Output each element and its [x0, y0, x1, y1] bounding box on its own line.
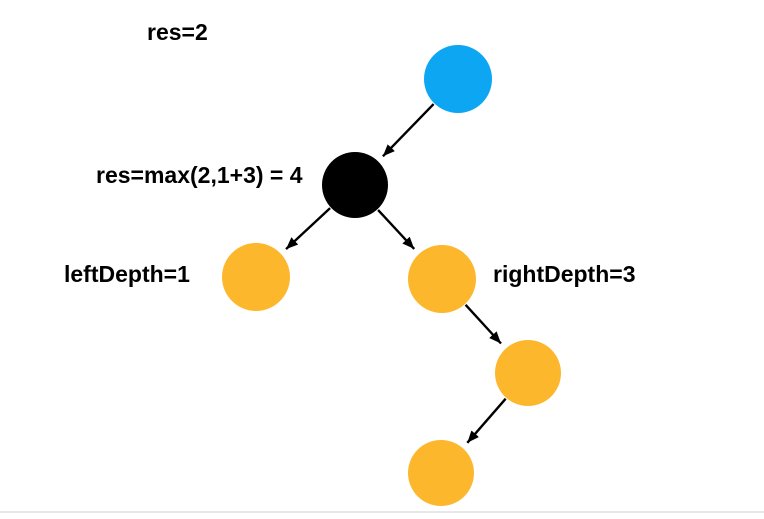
annotation-res-max: res=max(2,1+3) = 4: [96, 162, 303, 188]
edge-max-node-to-left-leaf: [285, 207, 331, 250]
edges-layer: [285, 103, 507, 444]
annotation-left-depth: leftDepth=1: [64, 261, 190, 287]
node-root: [424, 45, 492, 113]
annotation-res-root: res=2: [147, 19, 208, 45]
node-left-leaf: [222, 243, 290, 311]
edge-right-grandchild-to-right-greatgrandchild: [466, 397, 507, 444]
edge-max-node-to-right-child: [377, 209, 416, 250]
bottom-divider: [0, 511, 764, 513]
node-right-greatgrandchild: [408, 440, 474, 506]
nodes-layer: [222, 45, 561, 506]
annotation-right-depth: rightDepth=3: [493, 261, 636, 287]
node-right-child: [408, 245, 476, 313]
node-right-grandchild: [495, 340, 561, 406]
edge-right-child-to-right-grandchild: [464, 303, 502, 345]
node-max-node: [322, 152, 388, 218]
edge-root-to-max-node: [382, 103, 435, 158]
